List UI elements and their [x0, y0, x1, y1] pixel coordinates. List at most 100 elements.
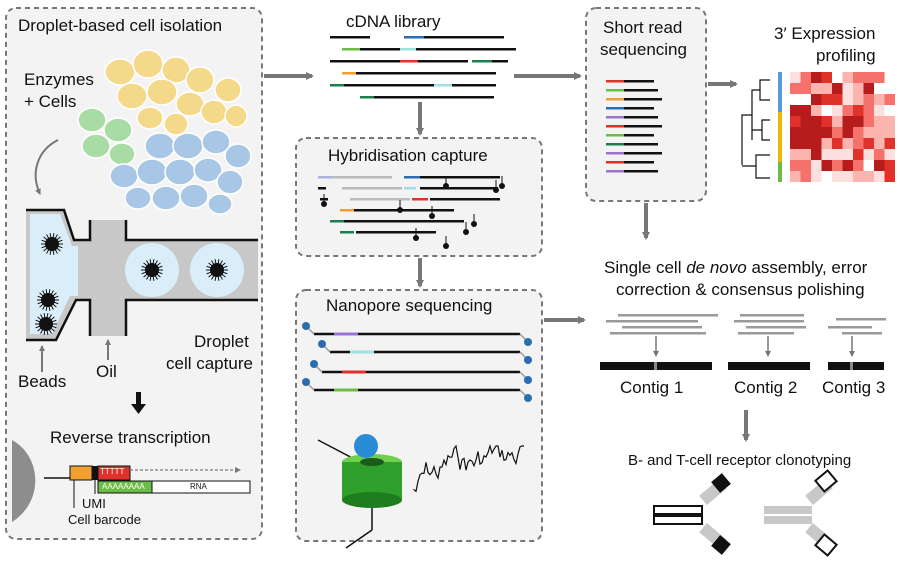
rna-text: RNA: [190, 482, 207, 491]
reverse-transcription-title: Reverse transcription: [50, 428, 211, 447]
nanopore-reads: [302, 322, 532, 402]
hybrid-read-segment: [420, 187, 498, 190]
heatmap-cell: [874, 171, 885, 182]
hybrid-title: Hybridisation capture: [328, 146, 488, 165]
bead-core: [210, 263, 224, 277]
assembly-title-line2: correction & consensus polishing: [616, 280, 865, 299]
heatmap-cell: [800, 160, 811, 171]
signal-path: [413, 443, 524, 493]
heatmap-cell: [790, 171, 801, 182]
heatmap-cell: [874, 105, 885, 116]
short-read-body: [624, 143, 658, 146]
cdna-read-segment: [404, 36, 424, 39]
heatmap-cell: [832, 138, 843, 149]
short-read-body: [624, 80, 654, 83]
heatmap-cell: [853, 149, 864, 160]
heatmap-cell: [853, 160, 864, 171]
cdna-read-segment: [344, 84, 434, 87]
nanopore-panel: [295, 289, 543, 542]
heatmap-cell: [884, 83, 895, 94]
motor-protein: [524, 338, 532, 346]
heatmap-cell: [874, 149, 885, 160]
assembly-read: [836, 318, 886, 321]
heatmap-cell: [853, 171, 864, 182]
bead-core: [39, 317, 53, 331]
motor-protein: [524, 356, 532, 364]
heatmap-cell: [842, 72, 853, 83]
heatmap-cell: [884, 160, 895, 171]
short-read-barcode: [606, 89, 624, 92]
heatmap-cell: [800, 105, 811, 116]
heatmap-cell: [842, 138, 853, 149]
probe-bead: [493, 187, 499, 193]
short-read-body: [624, 116, 658, 119]
heatmap-cell: [811, 138, 822, 149]
contig-1-label: Contig 1: [620, 378, 684, 397]
assembly-read: [828, 326, 872, 329]
heatmap-cell: [832, 171, 843, 182]
nanopore-read-tag: [342, 370, 366, 374]
short-read-title-2: sequencing: [600, 40, 687, 59]
heatmap-cell: [884, 72, 895, 83]
reverse-transcription-arrow: [131, 392, 146, 414]
heatmap-cell: [874, 127, 885, 138]
cdna-title: cDNA library: [346, 12, 441, 31]
short-read-title-1: Short read: [603, 18, 683, 37]
cdna-read-segment: [356, 72, 446, 75]
nanopore-read-tag: [350, 350, 374, 354]
bead-core: [45, 237, 59, 251]
assembly-read: [610, 332, 706, 335]
cell-capture-label: cell capture: [166, 354, 253, 373]
nanopore-pore: [317, 434, 402, 549]
expression-title-1: 3′ Expression: [774, 24, 876, 43]
cdna-read-segment: [400, 48, 416, 51]
heatmap-cell: [800, 72, 811, 83]
heatmap-cell: [863, 127, 874, 138]
beads-label: Beads: [18, 372, 67, 391]
poly-a-text: AAAAAAAA: [102, 482, 145, 491]
heatmap-cell: [853, 105, 864, 116]
probe-bead: [321, 201, 327, 207]
heatmap-cell: [790, 94, 801, 105]
heatmap-cell: [863, 160, 874, 171]
short-read-barcode: [606, 98, 624, 101]
short-read-barcode: [606, 161, 624, 164]
cdna-read-segment: [492, 60, 508, 63]
heatmap-cell: [842, 116, 853, 127]
heatmap-cell: [790, 105, 801, 116]
microfluidic-channel: [26, 208, 258, 342]
heatmap-cell: [842, 105, 853, 116]
assembly-read: [740, 314, 804, 317]
motor-protein: [310, 360, 318, 368]
heatmap-cell: [884, 149, 895, 160]
hybrid-read-segment: [342, 187, 402, 190]
heatmap-cell: [832, 83, 843, 94]
short-read-body: [624, 134, 654, 137]
oil-label: Oil: [96, 362, 117, 381]
beads-group: [35, 233, 228, 335]
heatmap-cell: [811, 83, 822, 94]
heatmap-cell: [874, 72, 885, 83]
hybrid-reads: [318, 176, 505, 249]
motor-protein: [302, 378, 310, 386]
probe-bead: [443, 243, 449, 249]
heatmap-cell: [811, 116, 822, 127]
heatmap-cell: [832, 116, 843, 127]
poly-t-text: TTTTT: [100, 467, 125, 476]
heatmap-cell: [790, 116, 801, 127]
heatmap-cell: [863, 83, 874, 94]
heatmap-cell: [821, 160, 832, 171]
dendrogram-lines: [741, 79, 770, 179]
rna-block: [151, 480, 251, 494]
hybrid-read-segment: [356, 231, 436, 234]
bead-core: [41, 293, 55, 307]
hybridisation-panel: [295, 137, 543, 257]
assembly-read: [606, 320, 698, 323]
heatmap-cell: [884, 138, 895, 149]
cdna-read-segment: [374, 96, 494, 99]
short-read-body: [624, 170, 658, 173]
heatmap-cell: [790, 127, 801, 138]
contig-bars: [600, 336, 884, 370]
cell-barcode-label: Cell barcode: [68, 512, 141, 527]
cdna-reads: [330, 36, 516, 99]
